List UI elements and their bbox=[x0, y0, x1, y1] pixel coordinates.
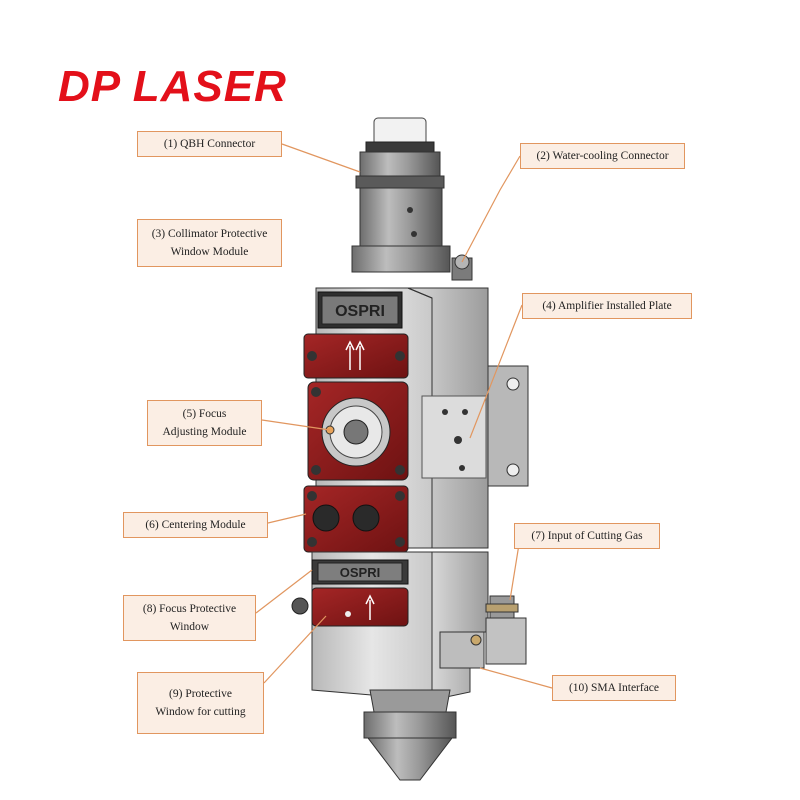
focus-adjusting-module bbox=[307, 381, 409, 481]
brand-logo: DP LASER bbox=[58, 62, 287, 111]
callout-collimator-window: (3) Collimator Protective Window Module bbox=[137, 219, 282, 267]
callout-qbh-connector: (1) QBH Connector bbox=[137, 131, 282, 157]
gas-input-fitting bbox=[485, 595, 527, 665]
brand-plate-bottom-text: OSPRI bbox=[340, 565, 380, 580]
nozzle bbox=[363, 689, 457, 781]
callout-sma-interface: (10) SMA Interface bbox=[552, 675, 676, 701]
callout-focus-adjusting: (5) Focus Adjusting Module bbox=[147, 400, 262, 446]
callout-protective-window-cutting: (9) Protective Window for cutting bbox=[137, 672, 264, 734]
callout-water-cooling-connector: (2) Water-cooling Connector bbox=[520, 143, 685, 169]
callout-amplifier-plate: (4) Amplifier Installed Plate bbox=[522, 293, 692, 319]
centering-module bbox=[303, 485, 409, 553]
sma-interface bbox=[439, 631, 485, 669]
qbh-connector bbox=[355, 117, 445, 189]
callout-centering-module: (6) Centering Module bbox=[123, 512, 268, 538]
collimator-window-panel bbox=[303, 333, 409, 379]
water-cooling-connector bbox=[451, 254, 473, 281]
focus-protective-window-panel bbox=[291, 587, 409, 627]
brand-plate-bottom: OSPRI bbox=[311, 559, 409, 585]
brand-plate-top: OSPRI bbox=[317, 291, 403, 329]
callout-cutting-gas-input: (7) Input of Cutting Gas bbox=[514, 523, 660, 549]
callout-focus-protective-window: (8) Focus Protective Window bbox=[123, 595, 256, 641]
brand-plate-top-text: OSPRI bbox=[335, 303, 385, 320]
collimator-cylinder bbox=[351, 187, 451, 273]
